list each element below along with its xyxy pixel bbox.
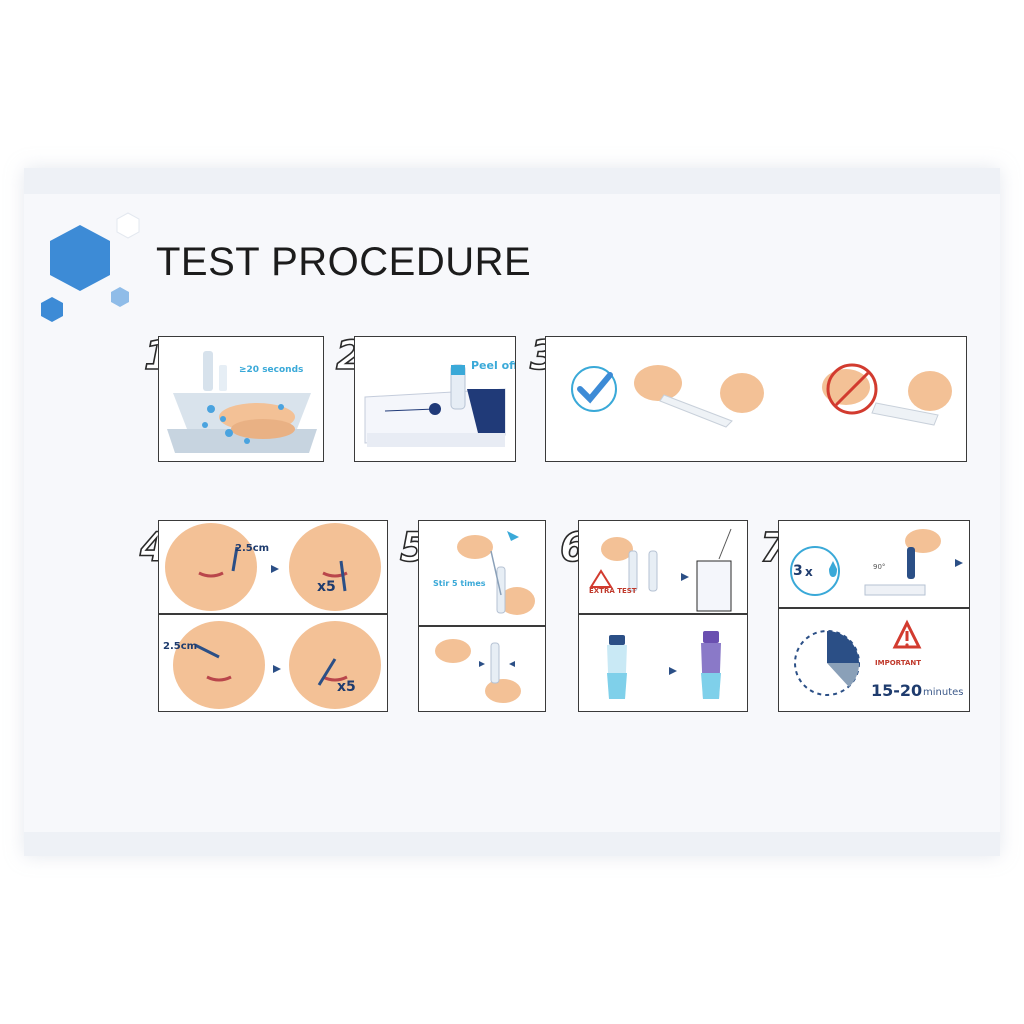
step-6-panel-top: EXTRA TEST (578, 520, 748, 614)
test-kit-box-icon (364, 364, 506, 447)
procedure-card (24, 168, 1000, 856)
step-4-panel-bottom: 2.5cm x5 (158, 614, 388, 712)
card-bottom-band (24, 832, 1000, 856)
capped-tube-icon (607, 631, 721, 699)
step-7-time-unit: minutes (923, 687, 964, 698)
nasal-swab-icon (165, 523, 381, 611)
step-7-angle: 90° (873, 563, 886, 571)
step-3-panel (545, 336, 967, 462)
card-top-band (24, 168, 1000, 194)
step-7-panel-bottom: IMPORTANT 15-20 minutes (778, 608, 970, 712)
stir-swab-icon (457, 531, 535, 615)
step-7-important: IMPORTANT (875, 659, 922, 667)
step-7-drops-count: 3 (793, 563, 803, 579)
step-1-panel: ≥20 seconds (158, 336, 324, 462)
nasal-swab-bottom-icon (173, 621, 381, 709)
step-7-drops-mult: x (805, 565, 813, 579)
hand-washing-icon (167, 351, 317, 453)
squeeze-tube-icon (435, 639, 521, 703)
step-2-panel: Peel off (354, 336, 516, 462)
timer-icon (794, 619, 922, 696)
drop-sample-icon (790, 529, 963, 596)
step-4-rotations-bottom: x5 (337, 679, 356, 695)
hexagon-logo-icon (41, 212, 140, 322)
step-1-label: ≥20 seconds (239, 365, 304, 375)
step-4-panel-top: 2.5cm x5 (158, 520, 388, 614)
step-6-warning: EXTRA TEST (589, 587, 637, 595)
step-4-depth-top: 2.5cm (235, 543, 270, 554)
extraction-tube-icon (589, 528, 732, 612)
step-6-panel-bottom (578, 614, 748, 712)
step-5-panel-bottom (418, 626, 546, 712)
step-2-label: Peel off (471, 359, 516, 372)
swab-handling-icon (571, 363, 952, 428)
step-5-panel-top: Stir 5 times (418, 520, 546, 626)
step-5-label: Stir 5 times (433, 579, 486, 588)
step-4-depth-bottom: 2.5cm (163, 641, 198, 652)
page-title: TEST PROCEDURE (156, 240, 532, 284)
step-4-rotations-top: x5 (317, 579, 336, 595)
step-7-panel-top: 3 x 90° (778, 520, 970, 608)
step-7-time: 15-20 (871, 681, 923, 700)
